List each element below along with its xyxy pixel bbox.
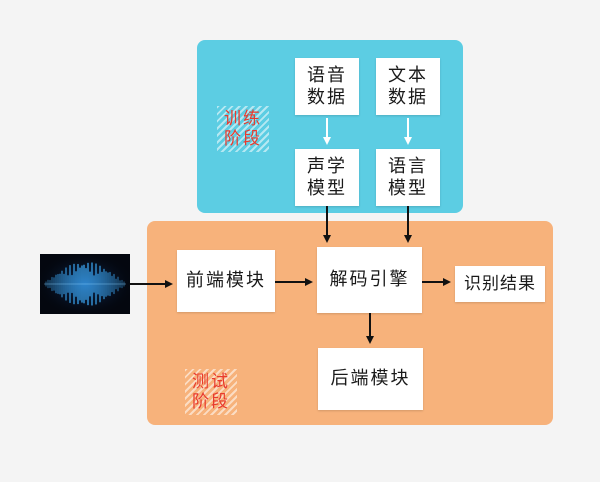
acoustic-model-line2: 模型 (307, 177, 347, 199)
testing-stage-label-line1: 测试 (192, 372, 230, 392)
testing-stage-label: 测试 阶段 (185, 369, 237, 415)
acoustic-model-box: 声学 模型 (295, 149, 359, 206)
recognition-result-box: 识别结果 (455, 266, 545, 302)
testing-stage-label-line2: 阶段 (192, 392, 230, 412)
backend-module-label: 后端模块 (330, 368, 411, 389)
acoustic-model-line1: 声学 (307, 155, 347, 177)
backend-module-box: 后端模块 (318, 348, 423, 410)
language-model-box: 语言 模型 (376, 149, 440, 206)
training-stage-label-line2: 阶段 (224, 129, 262, 149)
text-data-box: 文本 数据 (376, 58, 440, 115)
frontend-module-label: 前端模块 (186, 270, 266, 291)
text-data-line1: 文本 (388, 64, 428, 86)
training-stage-label: 训练 阶段 (217, 106, 269, 152)
frontend-module-box: 前端模块 (177, 250, 275, 312)
waveform-graphic (40, 254, 130, 314)
audio-waveform-image (40, 254, 130, 314)
speech-data-line1: 语音 (307, 64, 347, 86)
speech-data-box: 语音 数据 (295, 58, 359, 115)
decoder-engine-label: 解码引擎 (329, 269, 410, 290)
speech-data-line2: 数据 (307, 86, 347, 108)
language-model-line2: 模型 (388, 177, 428, 199)
text-data-line2: 数据 (388, 86, 428, 108)
decoder-engine-box: 解码引擎 (317, 247, 422, 313)
language-model-line1: 语言 (388, 155, 428, 177)
training-stage-label-line1: 训练 (224, 109, 262, 129)
recognition-result-label: 识别结果 (464, 274, 536, 294)
